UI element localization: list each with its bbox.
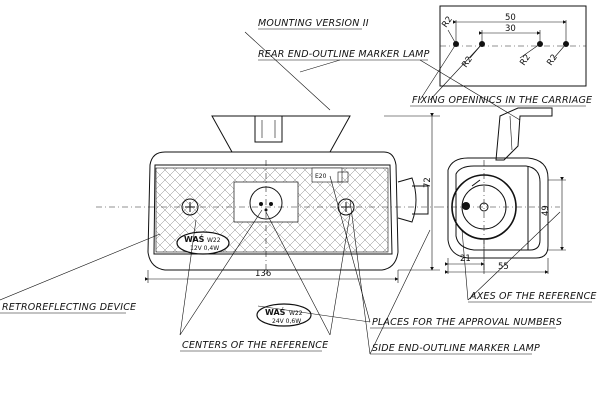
fixing-openings-inset: 50 30 R2 R2 R2 R2 xyxy=(439,5,587,87)
dim-depth-55: 55 xyxy=(498,262,509,272)
dim-height-49: 49 xyxy=(541,205,551,216)
front-view-lamp: E20 WAŚ W22 12V 0,4W xyxy=(96,115,438,275)
label-fixing-openings: FIXING OPENINICS IN THE CARRIAGE xyxy=(412,95,592,106)
side-view-lamp xyxy=(438,107,560,272)
label-centers-reference: CENTERS OF THE REFERENCE xyxy=(182,340,328,351)
badge-24v-spec: 24V 0,6W xyxy=(272,318,301,325)
dim-r2-c: R2 xyxy=(518,53,533,68)
label-axes-reference: AXES OF THE REFERENCE xyxy=(469,291,597,302)
badge-12v: WAŚ W22 12V 0,4W xyxy=(176,231,230,255)
dim-fix-30: 30 xyxy=(505,24,516,34)
badge-12v-spec: 12V 0,4W xyxy=(190,245,219,252)
dim-width-136: 136 xyxy=(255,269,271,279)
label-mounting-version: MOUNTING VERSION II xyxy=(258,18,369,29)
badge-24v-model: W22 xyxy=(289,310,303,317)
approval-mark: E20 xyxy=(315,173,327,180)
badge-24v-brand: WAŚ xyxy=(265,306,286,317)
dim-r2-a: R2 xyxy=(440,15,455,30)
dim-height-72: 72 xyxy=(423,177,433,188)
label-approval-numbers: PLACES FOR THE APPROVAL NUMBERS xyxy=(372,317,562,328)
dim-fix-50: 50 xyxy=(505,13,516,23)
label-retroreflecting: RETROREFLECTING DEVICE xyxy=(2,302,136,313)
dim-r2-b: R2 xyxy=(460,55,475,70)
badge-12v-model: W22 xyxy=(207,237,221,244)
label-rear-marker: REAR END-OUTLINE MARKER LAMP xyxy=(258,49,430,60)
dim-depth-21: 21 xyxy=(460,254,471,264)
badge-12v-brand: WAŚ xyxy=(184,233,205,244)
badge-24v: WAŚ W22 24V 0,6W xyxy=(256,303,312,327)
dim-r2-d: R2 xyxy=(545,53,560,68)
label-side-marker: SIDE END-OUTLINE MARKER LAMP xyxy=(372,343,540,354)
